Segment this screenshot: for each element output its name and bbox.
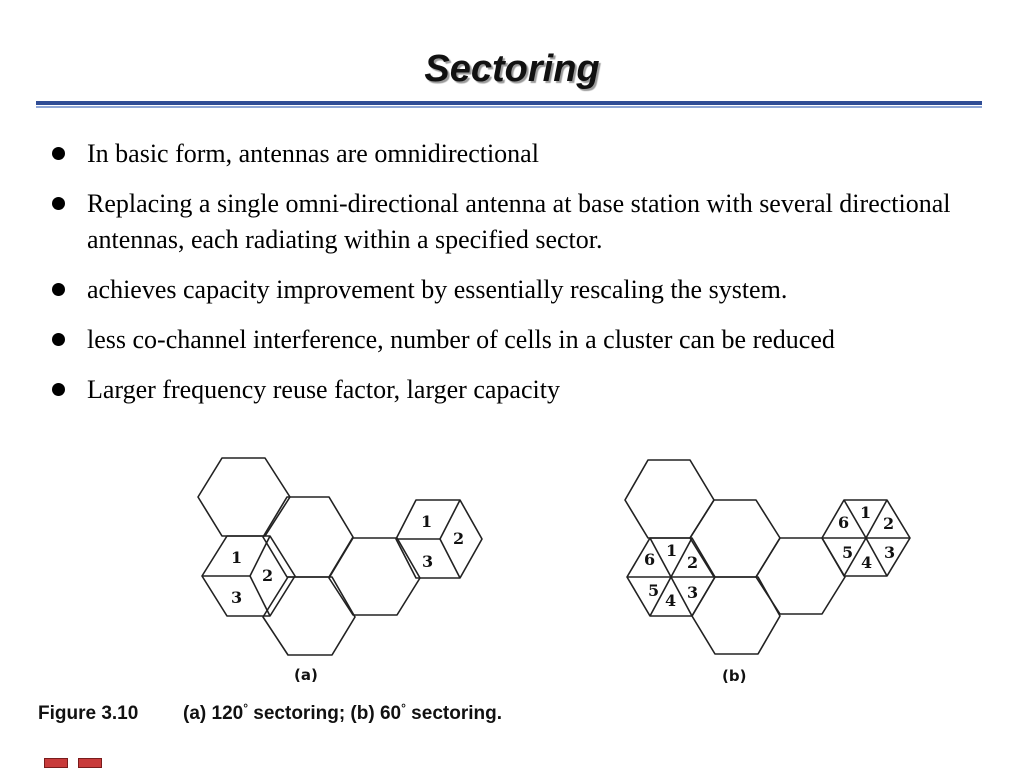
bullet-dot-icon bbox=[52, 147, 65, 160]
sector-label: 3 bbox=[231, 588, 242, 607]
figure-panel-a: 1 2 3 1 2 3 (a) bbox=[197, 457, 483, 684]
hex-cell bbox=[624, 459, 715, 539]
caption-text: sectoring. bbox=[405, 703, 502, 724]
sector-label: 5 bbox=[648, 581, 659, 600]
bullet-item: less co-channel interference, number of … bbox=[0, 322, 1024, 358]
nav-next-button[interactable] bbox=[78, 758, 102, 768]
nav-previous-button[interactable] bbox=[44, 758, 68, 768]
hex-cell bbox=[262, 576, 356, 656]
sector-label: 2 bbox=[453, 529, 464, 548]
figure-panel-b: 1 2 3 4 5 6 1 2 3 4 5 6 (b) bbox=[624, 459, 911, 685]
sector-label: 2 bbox=[687, 553, 698, 572]
hex-cell bbox=[755, 537, 846, 615]
hex-cell bbox=[689, 499, 781, 578]
bullet-text: Replacing a single omni-directional ante… bbox=[87, 189, 951, 254]
figure-caption: Figure 3.10(a) 120° sectoring; (b) 60° s… bbox=[38, 701, 502, 725]
sector-boundary bbox=[649, 537, 672, 578]
sector-boundary bbox=[865, 499, 888, 539]
sector-boundary bbox=[670, 576, 693, 617]
sector-boundary bbox=[843, 537, 867, 577]
sector-label: 3 bbox=[884, 543, 895, 562]
sector-label: 3 bbox=[687, 583, 698, 602]
sector-boundary bbox=[439, 499, 461, 540]
sector-boundary bbox=[249, 575, 271, 617]
sector-label: 1 bbox=[666, 541, 677, 560]
bullet-text: less co-channel interference, number of … bbox=[87, 325, 835, 354]
bullet-dot-icon bbox=[52, 283, 65, 296]
title-underline-light bbox=[36, 106, 982, 108]
panel-b-label: (b) bbox=[722, 667, 746, 685]
sector-label: 2 bbox=[883, 514, 894, 533]
panel-a-label: (a) bbox=[294, 666, 318, 684]
bullet-dot-icon bbox=[52, 383, 65, 396]
hex-cell bbox=[328, 537, 421, 616]
bullet-item: Replacing a single omni-directional ante… bbox=[0, 186, 1024, 258]
bullet-list: In basic form, antennas are omnidirectio… bbox=[0, 136, 1024, 422]
hex-cell bbox=[197, 457, 291, 537]
hex-cell bbox=[262, 496, 354, 578]
title-underline bbox=[36, 101, 982, 105]
bullet-text: Larger frequency reuse factor, larger ca… bbox=[87, 375, 560, 404]
hex-cell bbox=[201, 535, 296, 617]
bullet-item: achieves capacity improvement by essenti… bbox=[0, 272, 1024, 308]
bullet-text: achieves capacity improvement by essenti… bbox=[87, 275, 788, 304]
degree-symbol: ° bbox=[401, 701, 406, 715]
bullet-item: In basic form, antennas are omnidirectio… bbox=[0, 136, 1024, 172]
bullet-item: Larger frequency reuse factor, larger ca… bbox=[0, 372, 1024, 408]
sector-boundary bbox=[649, 576, 672, 617]
sector-boundary bbox=[865, 537, 888, 577]
figure-number: Figure 3.10 bbox=[38, 703, 139, 724]
sector-label: 4 bbox=[861, 553, 872, 572]
bullet-dot-icon bbox=[52, 333, 65, 346]
hex-cell bbox=[691, 576, 781, 655]
sector-label: 1 bbox=[860, 503, 871, 522]
sector-label: 3 bbox=[422, 552, 433, 571]
bullet-dot-icon bbox=[52, 197, 65, 210]
sector-boundary bbox=[249, 535, 271, 577]
degree-symbol: ° bbox=[243, 701, 249, 715]
caption-text: (a) 120 bbox=[183, 703, 244, 724]
sector-label: 1 bbox=[421, 512, 432, 531]
hex-cell bbox=[395, 499, 483, 579]
sector-label: 6 bbox=[838, 513, 849, 532]
sector-boundary bbox=[439, 538, 461, 579]
slide-title: Sectoring bbox=[424, 48, 600, 90]
caption-text: sectoring; (b) 60 bbox=[248, 703, 402, 724]
sector-label: 4 bbox=[665, 591, 676, 610]
bullet-text: In basic form, antennas are omnidirectio… bbox=[87, 139, 539, 168]
sector-label: 1 bbox=[231, 548, 242, 567]
sector-boundary bbox=[843, 499, 867, 539]
sector-label: 5 bbox=[842, 543, 853, 562]
sector-label: 6 bbox=[644, 550, 655, 569]
sector-boundary bbox=[670, 537, 693, 578]
sector-label: 2 bbox=[262, 566, 273, 585]
